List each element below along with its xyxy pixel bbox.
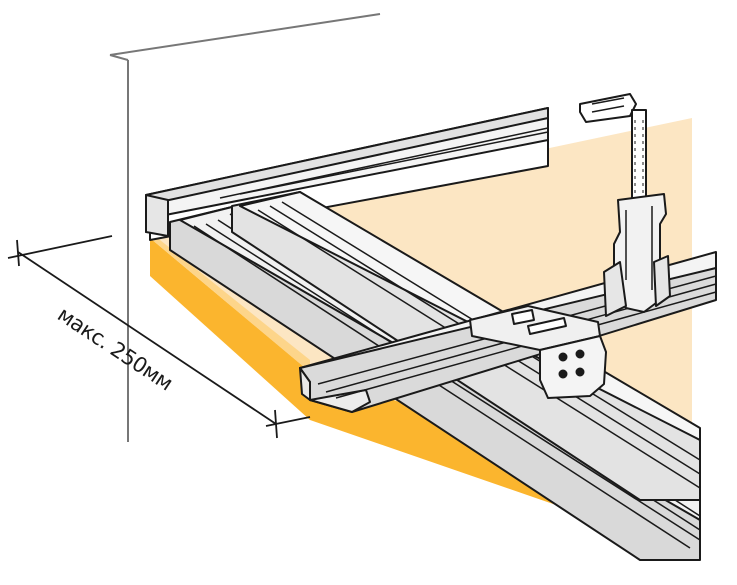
suspension-hanger	[579, 93, 671, 317]
wall-profile-ud	[145, 107, 549, 241]
connector-hole	[558, 369, 568, 379]
dimension-arrow-line	[17, 251, 277, 425]
connector-hole	[558, 352, 568, 362]
hanger-spring-clip	[613, 193, 667, 313]
dimension-tick-start	[16, 239, 20, 267]
connector-hole	[575, 367, 585, 377]
plasterboard-edge-light	[150, 232, 310, 372]
connector-hole	[575, 349, 585, 359]
dimension-line	[7, 235, 311, 439]
dimension-tick-end	[274, 409, 278, 439]
wall-outline	[109, 13, 381, 442]
crab-connector	[469, 305, 607, 399]
extension-line-profile	[265, 416, 311, 427]
cross-profile-lip	[309, 389, 371, 413]
ceiling-anchor-bracket	[579, 93, 637, 123]
extension-line-wall	[7, 235, 113, 259]
